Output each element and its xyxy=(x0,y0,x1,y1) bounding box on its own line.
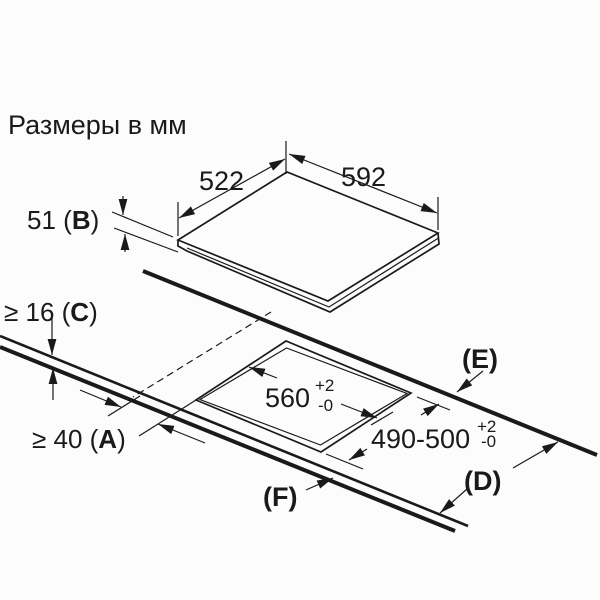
dim-560-tol-minus: -0 xyxy=(318,396,333,415)
label-D: (D) xyxy=(439,441,559,514)
dimension-522: 522 xyxy=(177,141,287,236)
label-F: (F) xyxy=(263,477,334,512)
title-text: Размеры в мм xyxy=(8,110,187,140)
diagram-title: Размеры в мм xyxy=(8,110,187,140)
hidden-edge-dashed-line xyxy=(132,311,272,398)
dim-51B-letter: B xyxy=(72,205,91,235)
dim-51B-suffix: ) xyxy=(91,205,100,235)
dim-560-tol-plus: +2 xyxy=(315,376,334,395)
dimension-560: 560 +2 -0 xyxy=(248,366,394,426)
dimension-592: 592 xyxy=(288,153,439,230)
dim-16C-prefix: ≥ 16 ( xyxy=(4,297,71,327)
label-E: (E) xyxy=(456,344,498,393)
dim-522-label: 522 xyxy=(199,166,244,196)
dimension-16-C: ≥ 16 (C) xyxy=(4,297,98,400)
dim-40A-letter: A xyxy=(98,424,117,454)
dim-51B-prefix: 51 ( xyxy=(27,205,72,235)
label-E-text: (E) xyxy=(462,344,498,374)
worktop-front-edge-band xyxy=(0,334,469,533)
dimension-490-500: 490-500 +2 -0 xyxy=(325,396,496,470)
dim-16C-label: ≥ 16 (C) xyxy=(4,297,98,327)
dim-560-value: 560 xyxy=(265,383,310,413)
dim-40A-prefix: ≥ 40 ( xyxy=(32,424,99,454)
dim-592-label: 592 xyxy=(341,162,386,192)
label-D-text: (D) xyxy=(464,466,501,496)
dimension-51-B: 51 (B) xyxy=(27,196,179,253)
label-F-text: (F) xyxy=(263,482,297,512)
dim-490-500-tol-plus: +2 xyxy=(477,417,496,436)
dim-490-500-value: 490-500 xyxy=(371,424,470,454)
dim-16C-suffix: ) xyxy=(89,297,98,327)
dimension-40-A: ≥ 40 (A) xyxy=(32,389,206,454)
dim-40A-label: ≥ 40 (A) xyxy=(32,424,126,454)
cutout-outline xyxy=(194,340,413,453)
dim-40A-suffix: ) xyxy=(117,424,126,454)
dim-51B-label: 51 (B) xyxy=(27,205,99,235)
worktop-top-edge-line xyxy=(142,269,598,457)
dim-16C-letter: C xyxy=(70,297,89,327)
dim-490-500-tol-minus: -0 xyxy=(481,432,496,451)
